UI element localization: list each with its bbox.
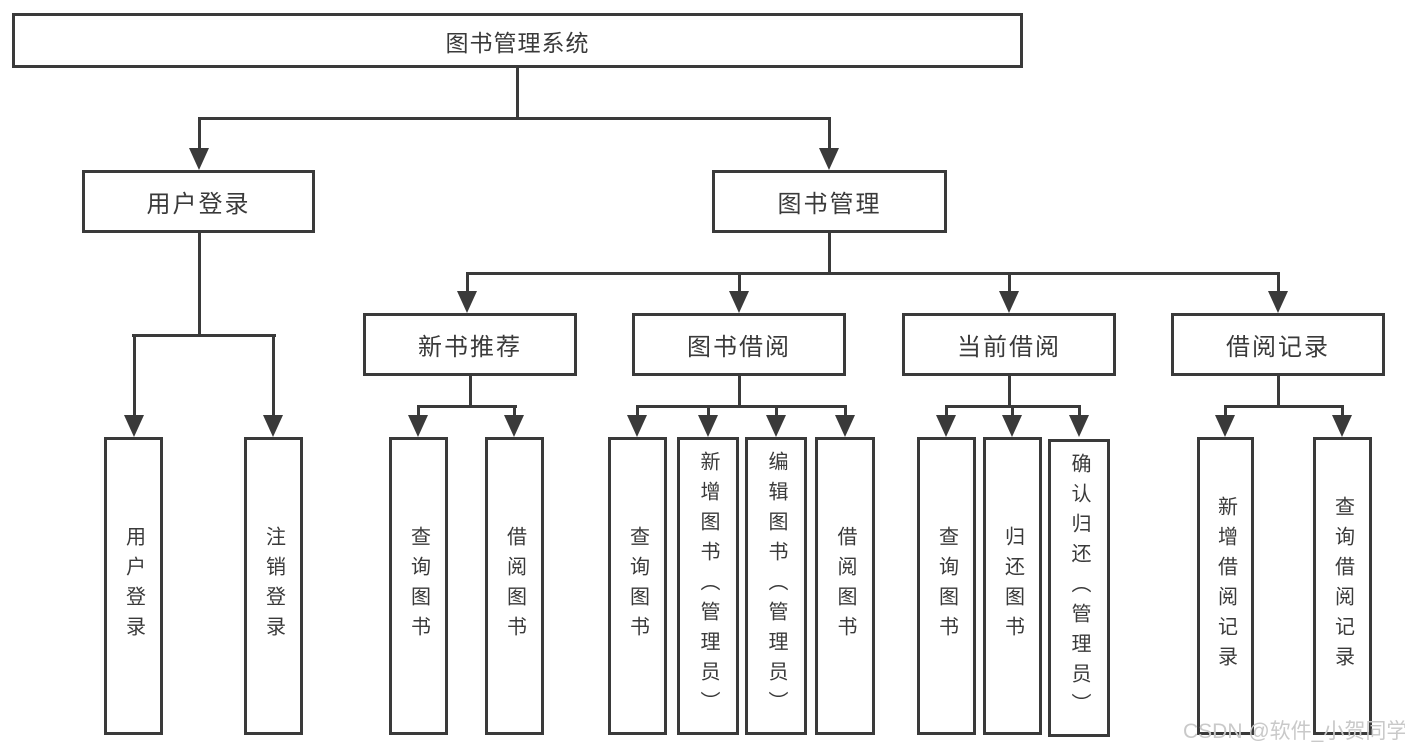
node-new-book-recommendation: 新书推荐: [363, 313, 577, 376]
node-book-management: 图书管理: [712, 170, 947, 233]
node-current-borrowing: 当前借阅: [902, 313, 1116, 376]
leaf-bb-query-books: 查询图书: [608, 437, 667, 735]
connector-new-book-stem: [469, 376, 472, 407]
node-borrowing-records: 借阅记录: [1171, 313, 1385, 376]
node-user-login: 用户登录: [82, 170, 315, 233]
leaf-cb-return-books: 归还图书: [983, 437, 1042, 735]
connector-book-borrow-bar: [636, 405, 847, 408]
watermark-text: CSDN @软件_小贺同学: [1183, 720, 1405, 743]
node-book-borrowing: 图书借阅: [632, 313, 846, 376]
connector-root-stem: [516, 68, 519, 118]
connector-level3-bar: [466, 272, 1280, 275]
connector-new-book-bar: [417, 405, 517, 408]
leaf-bb-borrow-books: 借阅图书: [815, 437, 875, 735]
leaf-br-add-borrow-record: 新增借阅记录: [1197, 437, 1254, 735]
node-library-management-system: 图书管理系统: [12, 13, 1023, 68]
connector-book-mgmt-stem: [828, 233, 831, 273]
connector-borrow-record-stem: [1277, 376, 1280, 407]
leaf-user-login: 用户登录: [104, 437, 163, 735]
connector-user-login-bar: [132, 334, 276, 337]
leaf-logout: 注销登录: [244, 437, 303, 735]
leaf-nb-borrow-books: 借阅图书: [485, 437, 544, 735]
leaf-nb-query-books: 查询图书: [389, 437, 448, 735]
connector-book-borrow-stem: [738, 376, 741, 407]
leaf-br-query-borrow-record: 查询借阅记录: [1313, 437, 1372, 735]
leaf-cb-query-books: 查询图书: [917, 437, 976, 735]
connector-user-login-stem: [198, 233, 201, 335]
connector-current-borrow-stem: [1008, 376, 1011, 407]
leaf-cb-confirm-return-admin: 确认归还（管理员）: [1048, 439, 1110, 737]
leaf-bb-add-books-admin: 新增图书（管理员）: [677, 437, 739, 735]
leaf-bb-edit-books-admin: 编辑图书（管理员）: [745, 437, 807, 735]
connector-level2-bar: [198, 117, 831, 120]
connector-borrow-record-bar: [1224, 405, 1344, 408]
